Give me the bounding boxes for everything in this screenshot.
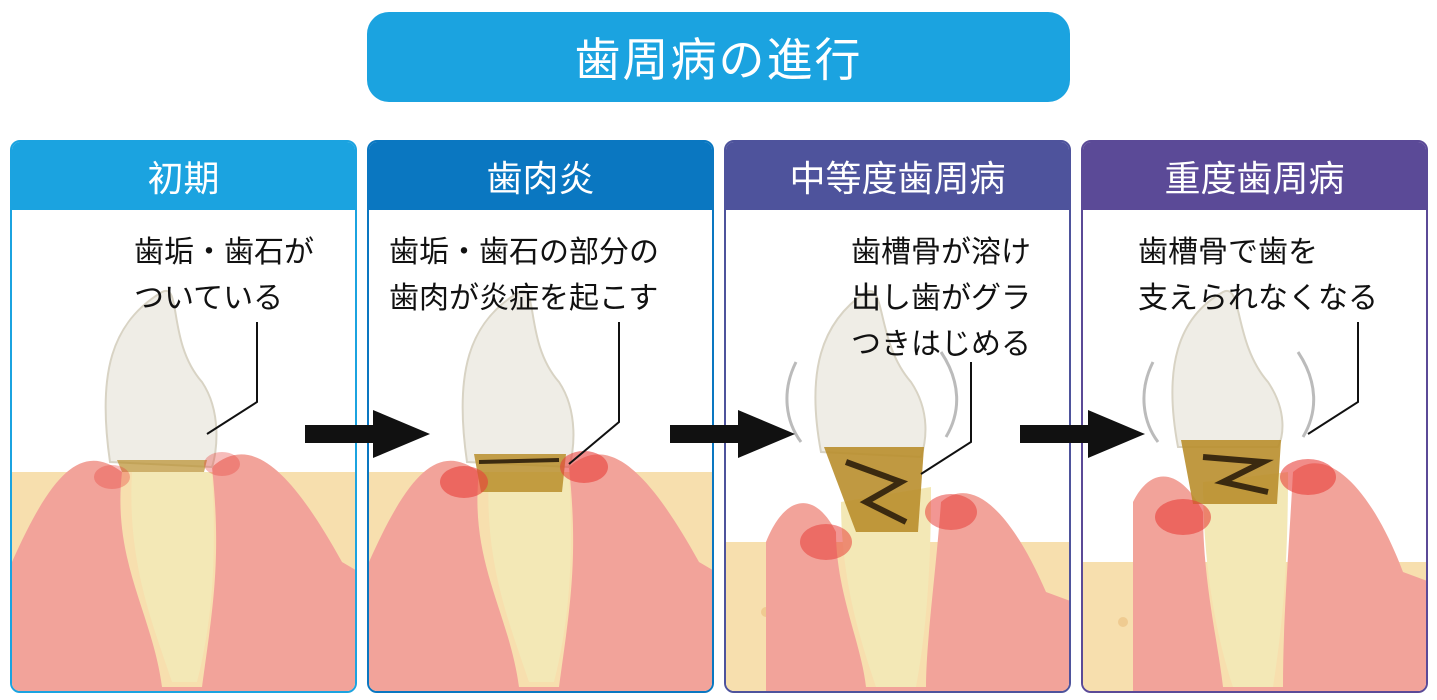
caption-line: 歯肉が炎症を起こす bbox=[389, 281, 659, 316]
stage-panel-moderate: 中等度歯周病 歯槽骨が溶け 出し歯がグラ つきはじめる bbox=[724, 140, 1071, 693]
caption-line: 歯垢・歯石の部分の bbox=[389, 235, 659, 270]
right-arrow-icon bbox=[1020, 410, 1145, 458]
caption-line: 出し歯がグラ bbox=[851, 281, 1031, 316]
caption-line: 支えられなくなる bbox=[1138, 281, 1378, 316]
tooth-early-icon bbox=[12, 289, 355, 691]
stage-panel-severe: 重度歯周病 歯槽骨で歯を 支えられなくなる bbox=[1081, 140, 1428, 693]
stage-caption: 歯槽骨で歯を 支えられなくなる bbox=[1138, 230, 1378, 322]
stage-caption: 歯垢・歯石の部分の 歯肉が炎症を起こす bbox=[389, 230, 659, 322]
right-arrow-icon bbox=[670, 410, 795, 458]
page-title: 歯周病の進行 bbox=[367, 12, 1070, 102]
caption-line: 歯槽骨が溶け bbox=[851, 235, 1031, 270]
tooth-moderate-icon bbox=[726, 289, 1069, 691]
tooth-severe-icon bbox=[1083, 289, 1426, 691]
stage-panel-gingivitis: 歯肉炎 歯垢・歯石の部分の 歯肉が炎症を起こす bbox=[367, 140, 714, 693]
stage-label: 中等度歯周病 bbox=[726, 142, 1069, 210]
caption-line: つきはじめる bbox=[851, 327, 1031, 362]
caption-line: 歯槽骨で歯を bbox=[1138, 235, 1318, 270]
stage-panel-early: 初期 歯垢・歯石が ついている bbox=[10, 140, 357, 693]
stage-label: 初期 bbox=[12, 142, 355, 210]
stage-label: 重度歯周病 bbox=[1083, 142, 1426, 210]
caption-line: ついている bbox=[134, 281, 284, 316]
caption-line: 歯垢・歯石が bbox=[134, 235, 314, 270]
tooth-gingivitis-icon bbox=[369, 289, 712, 691]
stage-label: 歯肉炎 bbox=[369, 142, 712, 210]
stage-caption: 歯槽骨が溶け 出し歯がグラ つきはじめる bbox=[851, 230, 1031, 368]
right-arrow-icon bbox=[305, 410, 430, 458]
stage-caption: 歯垢・歯石が ついている bbox=[134, 230, 314, 322]
